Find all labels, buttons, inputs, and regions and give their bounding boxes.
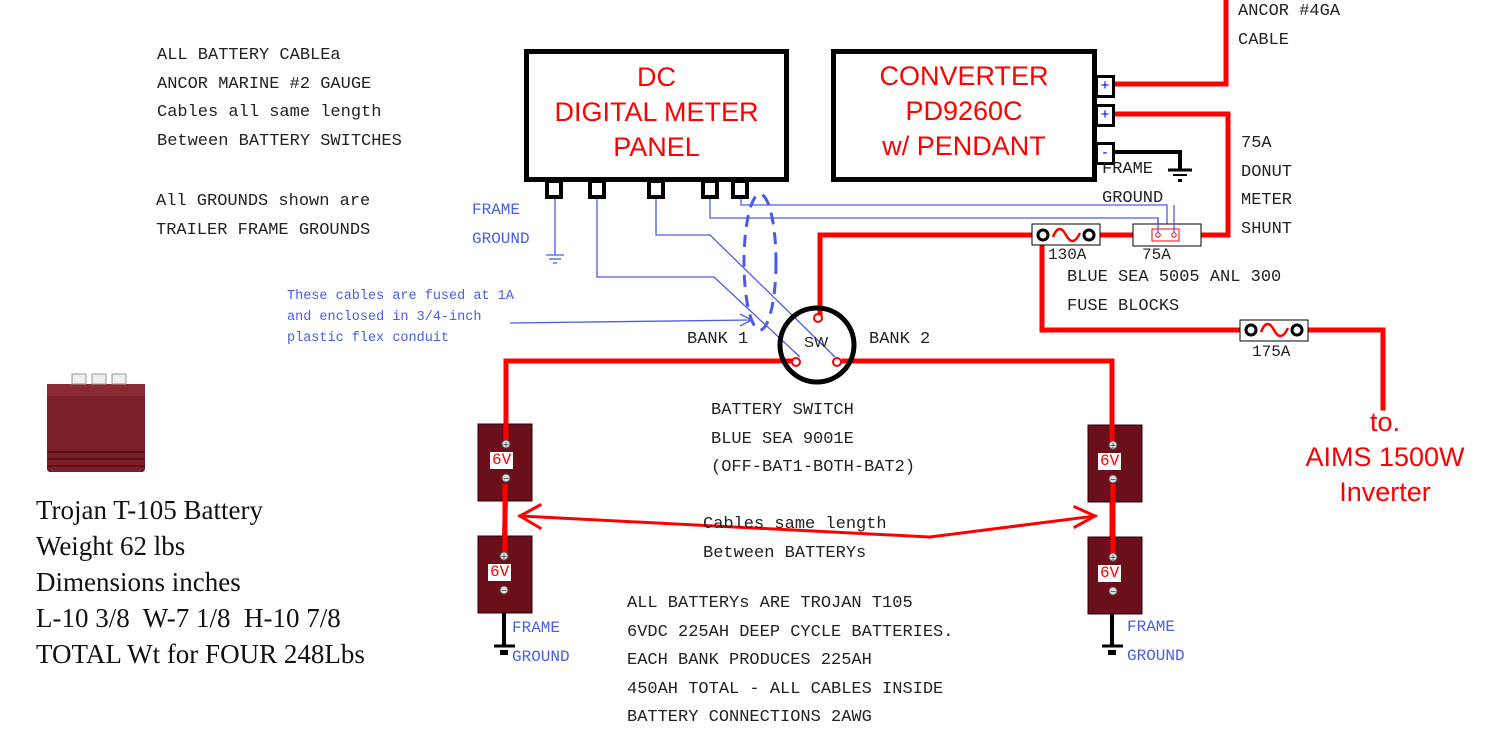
ground-note: All GROUNDS shown are TRAILER FRAME GROU… (156, 192, 371, 240)
switch-label: SW (804, 334, 829, 351)
svg-text:−: − (1110, 475, 1117, 484)
svg-text:−: − (1110, 587, 1117, 596)
converter-title-line3: w/ PENDANT (882, 131, 1046, 161)
meter-terminal-1 (545, 179, 563, 199)
meter-terminal-3 (647, 179, 665, 199)
fuse-175a (1239, 319, 1309, 342)
converter-title-line1: CONVERTER (879, 61, 1049, 91)
svg-text:−: − (501, 586, 508, 595)
wire-converter-shunt (1107, 111, 1231, 238)
signal-wire-bank1 (596, 197, 801, 358)
battery-switch (777, 305, 857, 385)
fuse-blocks-note: BLUE SEA 5005 ANL 300 FUSE BLOCKS (1067, 268, 1282, 316)
fuse-130a (1031, 223, 1101, 246)
meter-panel-title-line3: PANEL (613, 132, 700, 162)
conduit-pointer-arrow (509, 319, 753, 324)
signal-wire-shunt-b (740, 197, 1168, 234)
wire-bank2 (841, 358, 1115, 445)
fused-cables-note: These cables are fused at 1A and enclose… (287, 289, 514, 346)
wire-bank1 (503, 358, 793, 443)
conduit-ellipse (742, 192, 778, 332)
svg-text:+: + (1110, 441, 1117, 450)
converter-terminal-negative: - (1095, 142, 1115, 165)
cables-same-length-note: Cables same length Between BATTERYs (703, 515, 887, 563)
battery-specs: Trojan T-105 Battery Weight 62 lbs Dimen… (36, 495, 365, 669)
arrow-left-line (518, 514, 932, 539)
bank2-label: BANK 2 (869, 330, 931, 349)
shunt-75a-label: 75A (1142, 246, 1171, 264)
converter-box: CONVERTER PD9260C w/ PENDANT (831, 49, 1097, 182)
meter-terminal-4 (701, 179, 719, 199)
fuse-175a-label: 175A (1252, 343, 1291, 361)
bank1-frame-ground-label: FRAME GROUND (512, 619, 570, 666)
inverter-label: to. AIMS 1500W Inverter (1305, 407, 1465, 507)
battery-switch-note: BATTERY SWITCH BLUE SEA 9001E (OFF-BAT1-… (711, 401, 916, 478)
dc-meter-panel: DC DIGITAL METER PANEL (524, 49, 789, 182)
switch-terminal-bank2 (832, 357, 842, 367)
wire-converter-ancor (1107, 0, 1229, 87)
converter-terminal-positive-1: + (1095, 75, 1115, 98)
batteries-note: ALL BATTERYs ARE TROJAN T105 6VDC 225AH … (627, 594, 954, 728)
converter-title-line2: PD9260C (905, 96, 1023, 126)
wire-fuse130-switch (817, 232, 1043, 319)
battery-voltage-label: 6V (1098, 564, 1122, 582)
svg-text:+: + (503, 440, 510, 449)
wire-fuse175-inverter (1302, 327, 1386, 411)
meter-terminal-2 (588, 179, 606, 199)
shunt-75a (1132, 205, 1202, 247)
fuse-130a-label: 130A (1048, 246, 1087, 264)
battery-voltage-label: 6V (1098, 452, 1122, 470)
meter-panel-title-line1: DC (637, 62, 676, 92)
battery-photo (47, 373, 145, 472)
bank1-label: BANK 1 (687, 330, 749, 349)
ancor-cable-note: ANCOR #4GA CABLE (1238, 2, 1341, 50)
converter-ground-wire (1108, 150, 1182, 170)
meter-frame-ground-label: FRAME GROUND (472, 201, 530, 248)
converter-frame-ground-label: FRAME GROUND (1102, 160, 1164, 208)
svg-text:+: + (501, 552, 508, 561)
meter-panel-title-line2: DIGITAL METER (554, 97, 759, 127)
signal-wire-bank2 (655, 197, 836, 358)
meter-terminal-5 (731, 179, 749, 199)
svg-text:−: − (503, 474, 510, 483)
wire-fuse130-fuse175 (1039, 234, 1243, 333)
converter-terminal-positive-2: + (1095, 104, 1115, 127)
battery-voltage-label: 6V (490, 451, 514, 469)
svg-text:+: + (1110, 553, 1117, 562)
battery-voltage-label: 6V (488, 563, 512, 581)
cable-note: ALL BATTERY CABLEa ANCOR MARINE #2 GAUGE… (157, 46, 402, 151)
switch-terminal-bank1 (791, 357, 801, 367)
bank2-frame-ground-label: FRAME GROUND (1127, 618, 1185, 665)
switch-terminal-common (813, 313, 823, 323)
shunt-note: 75A DONUT METER SHUNT (1241, 134, 1293, 239)
